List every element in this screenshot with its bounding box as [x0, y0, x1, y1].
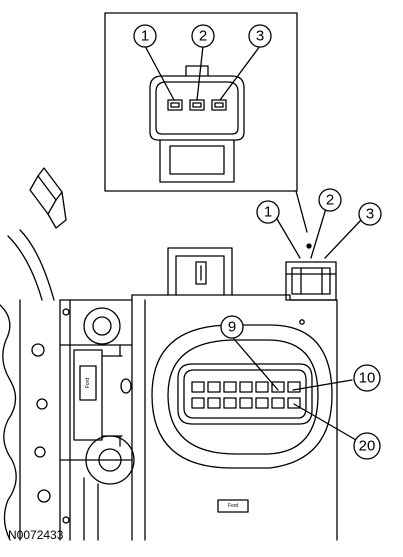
- callout-circle-10: [353, 364, 381, 392]
- figure-id: N0072433: [8, 528, 64, 542]
- callout-circle-side-3: [358, 202, 382, 226]
- label-plate-text: Ford: [228, 503, 239, 509]
- side-block: [73, 349, 103, 441]
- left-assembly: [0, 167, 135, 541]
- port-hole: [120, 378, 132, 394]
- detail-pin-2-socket: [189, 99, 205, 111]
- detail-leader-3: [219, 45, 261, 101]
- leader-10: [292, 379, 353, 391]
- leader-20: [293, 403, 357, 441]
- detail-callouts: 1 2 3: [133, 24, 272, 48]
- side-callouts: 1 2 3: [256, 188, 382, 226]
- small-connector: [285, 261, 337, 301]
- leader-9: [233, 338, 279, 391]
- side-leader-1: [276, 218, 301, 259]
- label-plate: [217, 499, 249, 513]
- callout-10: 10: [359, 370, 376, 387]
- callout-circle-9: [220, 315, 244, 339]
- large-connector: [151, 324, 333, 469]
- callout-detail-3: 3: [256, 28, 264, 45]
- reference-dot: [306, 243, 312, 249]
- detail-leader-1: [144, 45, 175, 101]
- callout-detail-1: 1: [141, 28, 149, 45]
- callout-20: 20: [359, 438, 376, 455]
- detail-pin-1-socket: [167, 99, 183, 111]
- large-connector-callouts: 9 10 20: [220, 315, 381, 460]
- callout-side-3: 3: [366, 206, 374, 223]
- callout-side-1: 1: [264, 204, 272, 221]
- side-leader-3: [324, 218, 363, 259]
- callout-circle-detail-2: [191, 24, 215, 48]
- detail-leader-2: [196, 45, 204, 101]
- callout-detail-2: 2: [199, 28, 207, 45]
- callout-circle-side-2: [318, 188, 342, 212]
- detail-inset-frame: [104, 12, 298, 192]
- boss-upper: [83, 307, 121, 345]
- callout-circle-detail-3: [248, 24, 272, 48]
- large-connector-pins: [191, 381, 301, 409]
- side-block-text: Ford: [85, 378, 91, 389]
- detail-connector: [149, 65, 245, 183]
- callout-circle-detail-1: [133, 24, 157, 48]
- callout-side-2: 2: [326, 192, 334, 209]
- callout-9: 9: [228, 319, 236, 336]
- callout-circle-20: [353, 432, 381, 460]
- mounting-boss: [167, 247, 233, 296]
- side-leader-2: [310, 204, 328, 259]
- detail-pin-3-socket: [211, 99, 227, 111]
- module-hole: [299, 319, 305, 325]
- callout-circle-side-1: [256, 200, 280, 224]
